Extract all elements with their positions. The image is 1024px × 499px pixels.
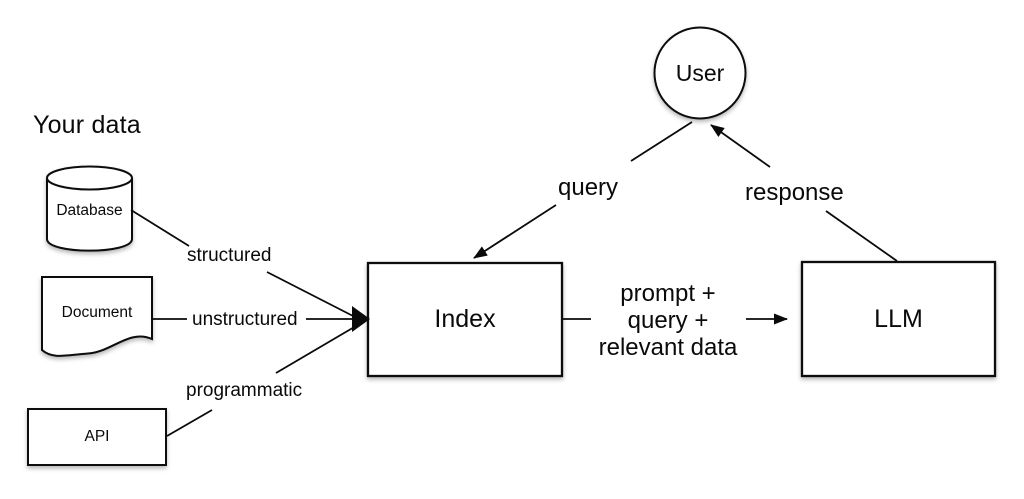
programmatic-edge-label: programmatic bbox=[186, 380, 303, 401]
query-edge bbox=[473, 121, 693, 259]
llm-node bbox=[800, 260, 997, 378]
database-cylinder-top bbox=[46, 165, 133, 191]
user-node bbox=[653, 26, 747, 120]
document-label: Document bbox=[61, 304, 133, 321]
response-edge-label: response bbox=[745, 179, 844, 206]
converge-arrowhead-icon bbox=[352, 306, 370, 332]
your-data-title: Your data bbox=[33, 111, 141, 139]
user-label: User bbox=[675, 59, 725, 86]
database-label: Database bbox=[56, 202, 123, 219]
api-node bbox=[27, 408, 167, 466]
document-node bbox=[41, 276, 153, 357]
database-node bbox=[46, 165, 133, 252]
programmatic-edge bbox=[166, 325, 357, 437]
llm-label: LLM bbox=[874, 304, 923, 333]
structured-edge bbox=[130, 209, 356, 318]
index-node bbox=[366, 261, 564, 378]
query-edge-label: query bbox=[558, 174, 619, 201]
database-cylinder-body bbox=[46, 178, 133, 252]
index-label: Index bbox=[434, 305, 496, 333]
structured-edge-label: structured bbox=[187, 245, 272, 266]
prompt-edge-label: prompt + query + relevant data bbox=[598, 280, 738, 361]
api-label: API bbox=[84, 428, 110, 445]
response-edge bbox=[710, 124, 898, 262]
unstructured-edge-label: unstructured bbox=[192, 309, 298, 330]
